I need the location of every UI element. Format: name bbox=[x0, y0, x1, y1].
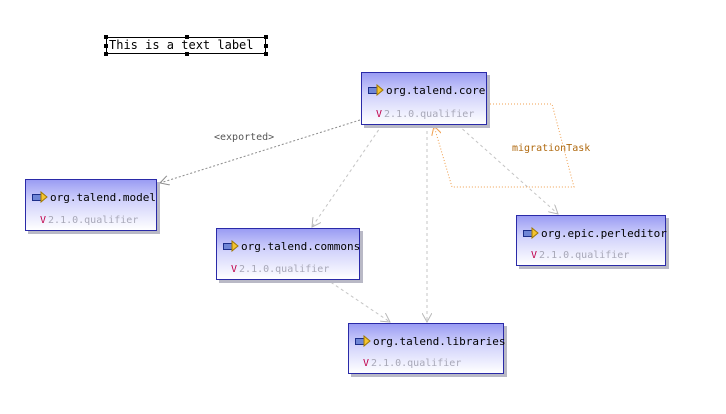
edge-core-model[interactable] bbox=[160, 119, 361, 183]
version-mark: V bbox=[376, 109, 383, 120]
selection-handle[interactable] bbox=[264, 35, 268, 39]
edge-core-commons[interactable] bbox=[312, 124, 383, 227]
selection-handle[interactable] bbox=[264, 52, 268, 56]
selection-handle[interactable] bbox=[264, 44, 268, 48]
version-mark: V bbox=[40, 215, 47, 226]
node-header: org.talend.libraries bbox=[355, 333, 505, 349]
selection-handle[interactable] bbox=[185, 35, 189, 39]
edge-migration-task[interactable] bbox=[434, 103, 575, 188]
node-name: org.talend.model bbox=[50, 190, 156, 204]
node-header: org.talend.model bbox=[32, 189, 156, 205]
version-mark: V bbox=[363, 358, 370, 369]
version-text: 2.1.0.qualifier bbox=[371, 358, 462, 369]
edge-commons-libraries[interactable] bbox=[325, 278, 390, 322]
plugin-icon bbox=[523, 227, 539, 239]
node-header: org.talend.commons bbox=[223, 238, 360, 254]
node-name: org.epic.perleditor bbox=[541, 226, 667, 240]
plugin-icon bbox=[32, 191, 48, 203]
plugin-icon bbox=[368, 84, 384, 96]
node-name: org.talend.core bbox=[386, 83, 486, 97]
version-text: 2.1.0.qualifier bbox=[539, 250, 630, 261]
node-header: org.epic.perleditor bbox=[523, 225, 667, 241]
node-name: org.talend.libraries bbox=[373, 334, 506, 348]
selection-handle[interactable] bbox=[104, 35, 108, 39]
selection-handle[interactable] bbox=[104, 44, 108, 48]
selection-handle[interactable] bbox=[185, 52, 189, 56]
edge-label-migration-task: migrationTask bbox=[512, 143, 591, 154]
edge-core-perl[interactable] bbox=[457, 124, 558, 214]
edge-label-exported: <exported> bbox=[214, 132, 275, 143]
version-text: 2.1.0.qualifier bbox=[384, 109, 475, 120]
version-text: 2.1.0.qualifier bbox=[239, 264, 330, 275]
selection-handle[interactable] bbox=[104, 52, 108, 56]
version-mark: V bbox=[531, 250, 538, 261]
node-name: org.talend.commons bbox=[241, 239, 361, 253]
node-header: org.talend.core bbox=[368, 82, 485, 98]
plugin-icon bbox=[223, 240, 239, 252]
plugin-icon bbox=[355, 335, 371, 347]
version-mark: V bbox=[231, 264, 238, 275]
version-text: 2.1.0.qualifier bbox=[48, 215, 139, 226]
